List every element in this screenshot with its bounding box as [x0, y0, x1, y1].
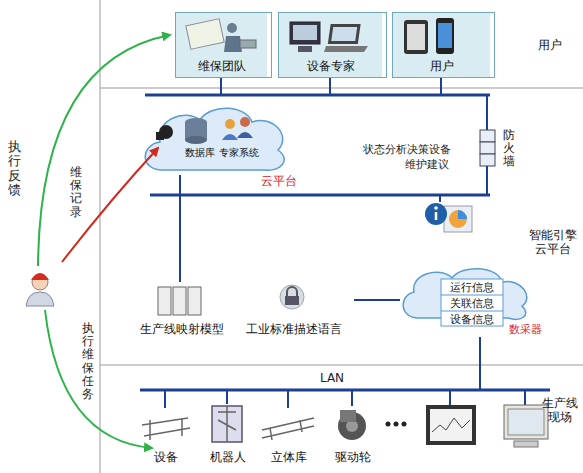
text-holder: 维保团队	[176, 59, 268, 73]
component-box: 防火墙	[476, 124, 520, 172]
node-label: 立体库	[260, 450, 318, 464]
text-holder: 生产线 现场	[540, 396, 580, 425]
text-holder: 状态分析决策设备	[352, 143, 462, 156]
connector-line	[179, 190, 181, 282]
text-holder: 云平台	[258, 174, 300, 188]
component-box: 维保团队	[175, 12, 272, 78]
component-box: 设备	[138, 404, 198, 470]
text-holder: 设备专家	[279, 59, 383, 73]
annotation-label: 维保记录	[70, 166, 82, 219]
node-label: 维保团队	[176, 59, 268, 73]
component-box: 运行信息关联信息设备信息数采器	[400, 268, 549, 338]
region-band: 智能引擎 云平台 数据库 专家系统云平台 防火墙生产线映射模型工业标准描述语言 运行信…	[100, 89, 583, 365]
node-label: 关联信息	[441, 297, 503, 310]
text-holder: 关联信息	[441, 297, 503, 310]
node-label: 生产线映射模型	[130, 322, 234, 336]
component-box: 立体库	[260, 404, 322, 470]
text-holder: 用户	[524, 38, 576, 52]
annotation-label: LAN	[315, 371, 349, 385]
node-label: 驱动轮	[324, 450, 382, 464]
component-box: 数据库 专家系统云平台	[150, 108, 304, 190]
text-holder: 智能引擎 云平台	[526, 228, 580, 257]
component-box: 机器人	[200, 404, 260, 470]
text-holder: 设备信息	[441, 313, 503, 326]
connector-line	[354, 299, 400, 301]
node-label: 云平台	[258, 174, 300, 188]
text-holder: 立体库	[260, 450, 318, 464]
annotation-label: 执行反馈	[8, 140, 21, 197]
text-holder: 运行信息	[441, 281, 503, 294]
annotation-label: 维护建议	[392, 158, 462, 171]
text-holder: 设备	[138, 450, 194, 464]
text-holder: 驱动轮	[324, 450, 382, 464]
component-box: 工业标准描述语言	[238, 282, 354, 338]
text-holder: 维保记录	[70, 166, 82, 219]
component-box: 生产线映射模型	[130, 282, 238, 338]
text-holder: 数采器	[505, 323, 545, 336]
region-band: 用户维保团队设备专家用户	[100, 0, 583, 88]
node-label: 智能引擎 云平台	[526, 228, 580, 257]
node-label: 机器人	[200, 450, 256, 464]
node-label: 工业标准描述语言	[238, 322, 350, 336]
text-holder: 工业标准描述语言	[238, 322, 350, 336]
component-box: 用户	[392, 12, 495, 78]
component-box: 设备专家	[278, 12, 387, 78]
component-box: 驱动轮	[324, 404, 386, 470]
node-label: 设备专家	[279, 59, 383, 73]
node-label: 用户	[393, 59, 491, 73]
node-label: 设备	[138, 450, 194, 464]
text-holder: 生产线映射模型	[130, 322, 234, 336]
text-holder: 执行反馈	[8, 140, 21, 197]
text-holder: 数据库 专家系统	[176, 147, 268, 159]
node-label: 运行信息	[441, 281, 503, 294]
node-label: 数采器	[505, 323, 545, 336]
node-label: 设备信息	[441, 313, 503, 326]
annotation-label: 状态分析决策设备	[352, 143, 462, 156]
text-holder: 用户	[393, 59, 491, 73]
node-label: 生产线 现场	[540, 396, 580, 425]
annotation-label: 执行维保任务	[82, 322, 94, 401]
text-holder: 机器人	[200, 450, 256, 464]
node-label: 数据库 专家系统	[176, 147, 268, 159]
node-label: 用户	[524, 38, 576, 52]
text-holder: 执行维保任务	[82, 322, 94, 401]
text-holder: 维护建议	[392, 158, 462, 171]
text-holder: 防火墙	[503, 129, 515, 169]
node-label: 防火墙	[503, 129, 515, 169]
text-holder: LAN	[315, 371, 349, 385]
